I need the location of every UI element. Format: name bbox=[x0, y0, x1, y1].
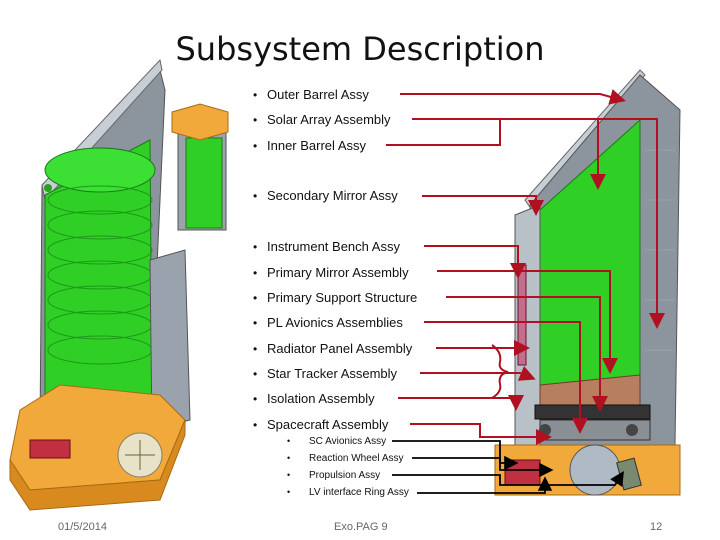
footer-date: 01/5/2014 bbox=[58, 521, 107, 533]
arrow-primary-mirror bbox=[437, 270, 618, 374]
footer-center: Exo.PAG 9 bbox=[334, 521, 388, 533]
bullet-item: •Secondary Mirror Assy bbox=[253, 188, 398, 203]
bullet-item: •PL Avionics Assemblies bbox=[253, 315, 403, 330]
arrow-spacecraft bbox=[410, 423, 552, 445]
sub-bullet-item: •Propulsion Assy bbox=[287, 470, 381, 481]
slide-title: Subsystem Description bbox=[175, 30, 545, 68]
arrow-inner-barrel bbox=[386, 118, 665, 329]
bullet-item: •Outer Barrel Assy bbox=[253, 87, 369, 102]
arrow-star-tracker bbox=[420, 366, 536, 381]
sub-bullet-item: •Reaction Wheel Assy bbox=[287, 453, 404, 464]
arrow-primary-support bbox=[446, 296, 608, 412]
bullet-item: •Star Tracker Assembly bbox=[253, 366, 398, 381]
arrow-instrument-bench bbox=[424, 245, 526, 279]
bullet-item: •Inner Barrel Assy bbox=[253, 138, 366, 153]
arrow-solar-array bbox=[412, 118, 606, 190]
bullet-item: •Radiator Panel Assembly bbox=[253, 341, 413, 356]
bullet-item: •Primary Mirror Assembly bbox=[253, 265, 409, 280]
sub-arrow-propulsion bbox=[392, 470, 624, 487]
sub-arrow-lv-ring bbox=[417, 476, 553, 494]
sub-bullet-item: •SC Avionics Assy bbox=[287, 436, 387, 447]
arrow-pl-avionics bbox=[424, 321, 588, 434]
bullet-item: •Primary Support Structure bbox=[253, 290, 418, 305]
bullet-item: •Instrument Bench Assy bbox=[253, 239, 400, 254]
arrow-secondary-mirror bbox=[422, 195, 544, 216]
sub-arrow-sc-avionics bbox=[392, 440, 519, 471]
bullet-item: •Solar Array Assembly bbox=[253, 112, 391, 127]
sub-bullet-item: •LV interface Ring Assy bbox=[287, 487, 409, 498]
left-telescope bbox=[9, 58, 191, 511]
inset-telescope bbox=[171, 103, 229, 231]
arrow-outer-barrel bbox=[400, 89, 626, 105]
bullet-item: •Isolation Assembly bbox=[253, 391, 375, 406]
footer-page-number: 12 bbox=[650, 521, 663, 533]
bullet-item: •Spacecraft Assembly bbox=[253, 417, 389, 432]
brace-radiator-star bbox=[491, 344, 509, 399]
sub-arrow-reaction-wheel bbox=[412, 457, 554, 478]
arrow-isolation bbox=[398, 395, 524, 411]
